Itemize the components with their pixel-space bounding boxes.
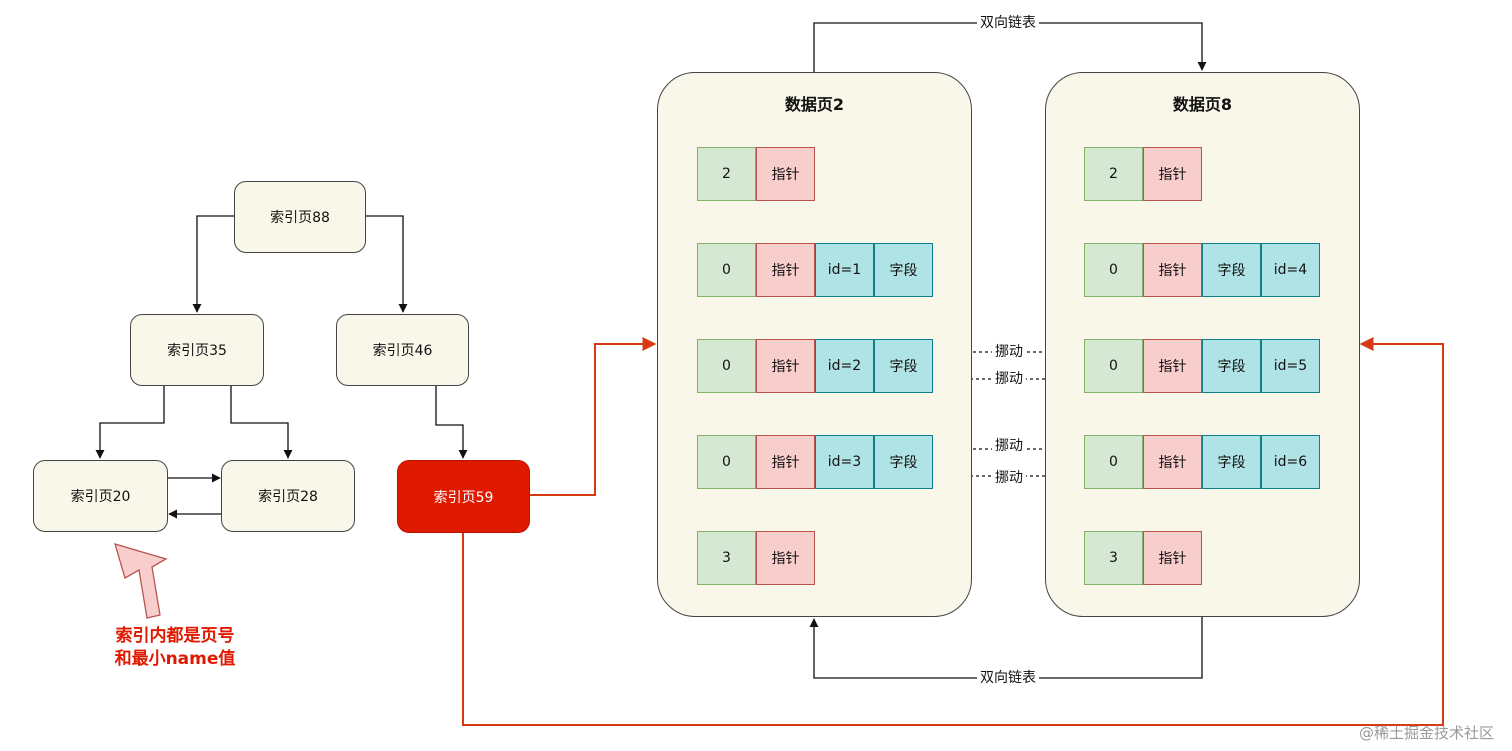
page2-row3-id: id=3 — [815, 435, 874, 489]
watermark: @稀土掘金技术社区 — [1358, 724, 1494, 742]
page8-row4-number: 3 — [1084, 531, 1143, 585]
bottom-linked-list-label: 双向链表 — [977, 669, 1039, 687]
move-label-3: 挪动 — [992, 437, 1026, 455]
edge-46-to-59 — [435, 386, 468, 459]
page2-row2-field: 字段 — [874, 339, 933, 393]
index-page-88-label: 索引页88 — [270, 210, 330, 226]
index-page-35-label: 索引页35 — [167, 343, 227, 359]
move-label-1: 挪动 — [992, 343, 1026, 361]
page8-row1-pointer: 指针 — [1143, 243, 1202, 297]
page8-row2-field: 字段 — [1202, 339, 1261, 393]
page2-row1-id: id=1 — [815, 243, 874, 297]
page8-row1-field: 字段 — [1202, 243, 1261, 297]
page8-row2-pointer: 指针 — [1143, 339, 1202, 393]
data-page-2-title: 数据页2 — [784, 95, 845, 114]
page2-row0-pointer: 指针 — [756, 147, 815, 201]
page8-row3-field: 字段 — [1202, 435, 1261, 489]
page8-row2-id: id=5 — [1261, 339, 1320, 393]
page8-row3-number: 0 — [1084, 435, 1143, 489]
page8-row2-number: 0 — [1084, 339, 1143, 393]
page2-row3-pointer: 指针 — [756, 435, 815, 489]
edge-59-to-page8 — [462, 337, 1444, 726]
index-page-20: 索引页20 — [33, 460, 168, 532]
index-page-35: 索引页35 — [130, 314, 264, 386]
edge-59-to-page2 — [530, 337, 657, 496]
page2-row4-number: 3 — [697, 531, 756, 585]
page2-row3-field: 字段 — [874, 435, 933, 489]
index-page-46-label: 索引页46 — [372, 343, 433, 359]
index-page-20-label: 索引页20 — [70, 489, 131, 505]
page2-row1-pointer: 指针 — [756, 243, 815, 297]
page2-row4-pointer: 指针 — [756, 531, 815, 585]
page8-row4-pointer: 指针 — [1143, 531, 1202, 585]
page8-row0-pointer: 指针 — [1143, 147, 1202, 201]
index-page-59: 索引页59 — [397, 460, 530, 533]
move-label-2: 挪动 — [992, 370, 1026, 388]
page2-row2-id: id=2 — [815, 339, 874, 393]
index-page-46: 索引页46 — [336, 314, 469, 386]
move-label-4: 挪动 — [992, 469, 1026, 487]
page8-row3-id: id=6 — [1261, 435, 1320, 489]
data-page-8-title: 数据页8 — [1172, 95, 1233, 114]
edge-35-to-28 — [230, 386, 293, 459]
page2-row0-number: 2 — [697, 147, 756, 201]
page2-row1-field: 字段 — [874, 243, 933, 297]
index-page-88: 索引页88 — [234, 181, 366, 253]
page2-row3-number: 0 — [697, 435, 756, 489]
page2-row2-number: 0 — [697, 339, 756, 393]
edge-88-to-35 — [192, 215, 234, 313]
annotation-line-2: 和最小name值 — [114, 649, 236, 669]
annotation-arrow — [114, 543, 168, 619]
index-page-28: 索引页28 — [221, 460, 355, 532]
index-page-28-label: 索引页28 — [258, 489, 318, 505]
edge-88-to-46 — [366, 215, 408, 313]
page2-row1-number: 0 — [697, 243, 756, 297]
page8-row1-number: 0 — [1084, 243, 1143, 297]
page8-row3-pointer: 指针 — [1143, 435, 1202, 489]
index-page-59-label: 索引页59 — [433, 489, 494, 506]
edge-35-to-20 — [95, 386, 165, 459]
page8-row0-number: 2 — [1084, 147, 1143, 201]
page2-row2-pointer: 指针 — [756, 339, 815, 393]
top-linked-list-label: 双向链表 — [977, 14, 1039, 32]
annotation-line-1: 索引内都是页号 — [115, 626, 235, 646]
page8-row1-id: id=4 — [1261, 243, 1320, 297]
annotation-text: 索引内都是页号 和最小name值 — [60, 625, 290, 671]
